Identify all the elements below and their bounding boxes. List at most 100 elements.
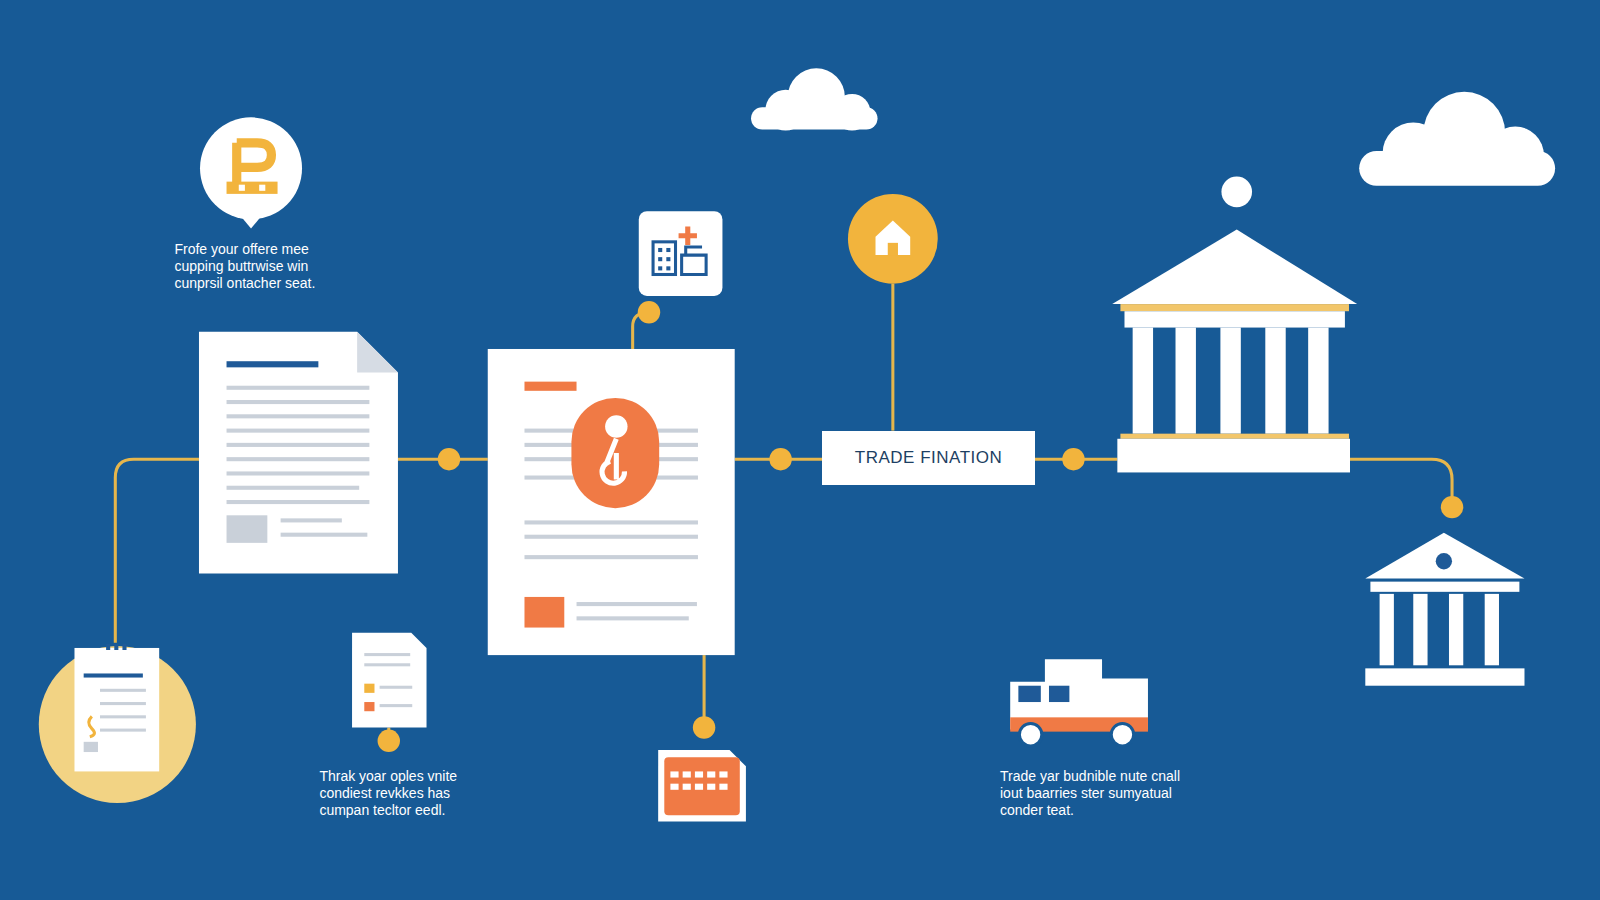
document-badge [84,742,98,752]
document [227,457,370,461]
connector-dot [638,301,660,323]
pin-icon [259,185,265,191]
connector-dot [438,448,460,470]
keyboard-icon [664,757,740,815]
document [524,535,697,539]
building-icon [658,248,662,252]
document-badge [84,673,143,677]
document [577,616,689,620]
cloud [1359,151,1555,186]
truck [1019,723,1041,745]
building-icon [666,257,670,261]
document-badge [100,729,146,732]
bank-building [1124,311,1344,327]
home-icon [848,194,938,284]
bank-building [1117,439,1350,473]
document-badge [106,644,126,650]
small-document [364,684,374,693]
bank-building [1436,553,1452,569]
document [227,414,370,418]
cloud [1359,92,1555,186]
pin-icon [200,117,302,219]
document [199,332,398,574]
bank-building [1413,594,1427,665]
document [227,386,370,390]
bank-building [1485,594,1499,665]
document [199,332,398,574]
document [281,518,342,522]
connector-dot [1062,448,1084,470]
truck [1049,686,1069,702]
small-document [364,663,410,666]
building-icon [658,266,662,270]
document [524,555,697,559]
home-icon [888,243,898,255]
connector-line [1350,459,1452,505]
document [357,332,398,373]
document-badge [39,644,196,803]
bank-building [1365,668,1524,685]
home-icon [848,194,938,284]
node-label: TRADE FINATION [855,448,1002,468]
document [524,597,564,628]
document [227,400,370,404]
document [281,533,368,537]
document [227,443,370,447]
truck [1018,686,1040,702]
keyboard-icon [658,750,746,821]
keyboard-icon [683,771,691,777]
document-badge [114,644,118,650]
document [524,429,697,621]
truck [1010,659,1148,746]
bank-building [1221,177,1252,208]
keyboard-icon [719,771,727,777]
bank-building [1380,594,1394,665]
document [524,382,576,391]
keyboard-icon [707,771,715,777]
pin-icon [241,216,261,228]
document-badge [84,689,146,752]
bank-building [1120,434,1349,439]
home-icon [876,220,911,255]
document [577,602,697,606]
cloud [751,68,878,130]
document [605,415,627,437]
keyboard-icon [695,784,703,790]
document [524,520,697,524]
building-icon [639,211,723,296]
document [227,486,360,490]
pin-icon [227,182,278,194]
building-icon [679,227,697,245]
building-icon [653,242,675,275]
small-document [352,633,426,728]
small-document [364,653,412,707]
keyboard-icon [695,771,703,777]
connector-dot [378,730,400,752]
document [227,471,370,475]
bank-building [1220,328,1240,434]
document [227,429,370,433]
document [227,500,370,504]
bank-building [1449,594,1463,665]
document [227,386,370,543]
document-badge [74,648,159,771]
bank-building [1365,533,1524,579]
keyboard-icon [670,771,727,789]
small-document [380,686,413,689]
connector-dot [1441,496,1463,518]
connector-dot [378,301,1464,752]
small-document [380,704,413,707]
document [227,515,268,543]
connector-line [891,284,894,431]
bank-building [1308,328,1328,434]
keyboard-icon [670,784,678,790]
document [488,349,735,655]
pin-icon [237,143,272,184]
cloud [751,107,878,129]
document-badge [100,702,146,705]
building-icon [639,211,723,296]
connector-line [115,459,199,643]
document-badge [39,646,196,803]
process-box: TRADE FINATION [822,431,1034,485]
